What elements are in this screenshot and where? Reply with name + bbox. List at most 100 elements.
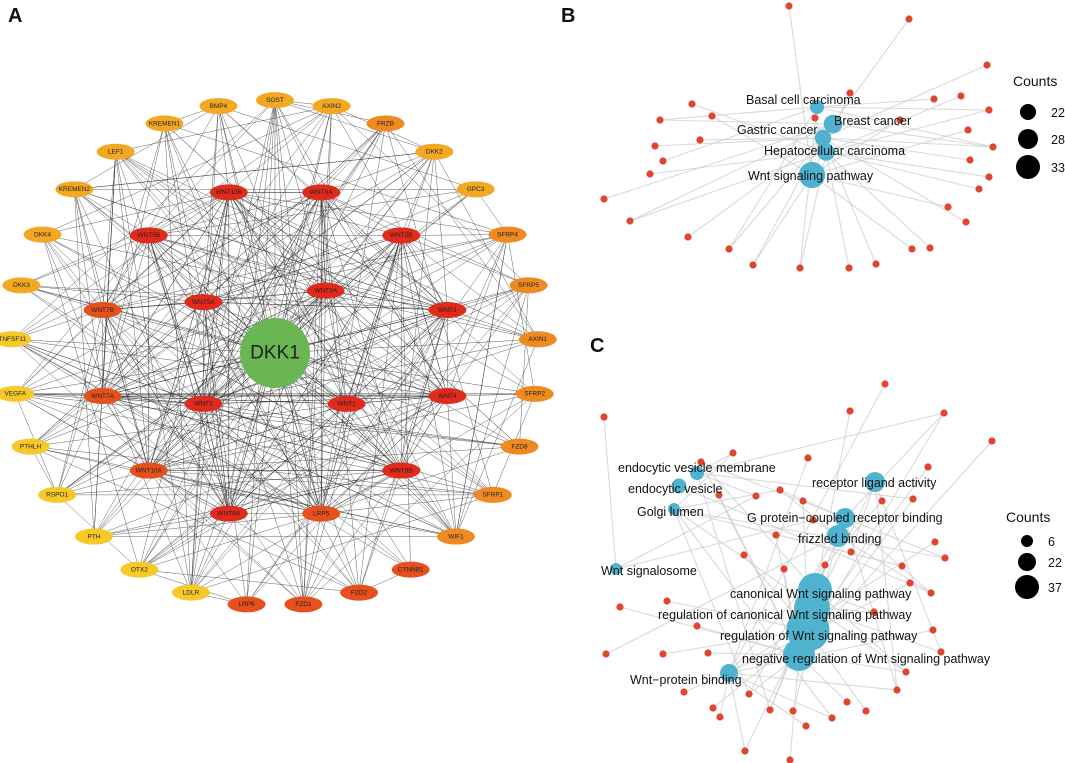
enrichment-edge <box>615 519 814 570</box>
gene-node <box>821 561 829 569</box>
enrichment-edge <box>615 495 757 570</box>
enrichment-edge <box>788 5 813 176</box>
network-edge <box>325 290 347 404</box>
network-edge <box>139 285 529 570</box>
network-edge <box>346 339 538 405</box>
network-edge <box>203 403 322 514</box>
enrichment-edge <box>603 416 617 570</box>
gene-node <box>988 437 996 445</box>
gene-node-wnt9a: WNT9A <box>302 184 341 201</box>
gene-node <box>602 650 610 658</box>
network-edge <box>102 151 435 397</box>
gene-node-shape <box>23 226 62 243</box>
gene-node-shape <box>436 528 475 545</box>
enrichment-edge <box>696 472 757 497</box>
network-edge <box>190 470 402 593</box>
gene-node <box>941 554 949 562</box>
term-node-frizzled-binding <box>827 525 849 547</box>
gene-node <box>716 713 724 721</box>
gene-node <box>924 463 932 471</box>
gene-node-vegfa: VEGFA <box>0 385 35 402</box>
gene-node <box>870 608 878 616</box>
gene-node <box>989 143 997 151</box>
gene-node-shape <box>0 331 32 348</box>
network-edge <box>218 106 276 354</box>
network-edge <box>203 395 448 405</box>
network-edge <box>102 309 360 593</box>
gene-node-label: KREMEN1 <box>149 120 181 127</box>
network-edge <box>21 192 229 286</box>
panel-c-term-nodes <box>610 466 885 682</box>
gene-node <box>704 649 712 657</box>
gene-node-shape <box>382 227 421 244</box>
network-edge <box>102 151 116 310</box>
gene-node-label: SOST <box>266 97 284 104</box>
network-edge <box>320 235 402 514</box>
term-label-g-protein-coupled-receptor-binding: G protein−coupled receptor binding <box>747 511 943 525</box>
gene-node-shape <box>55 181 94 198</box>
gene-node-shape <box>209 184 248 201</box>
network-edge <box>115 151 326 291</box>
network-edge <box>148 235 520 447</box>
term-node-breast-cancer <box>823 114 843 134</box>
term-label-negative-regulation-of-wnt-signaling-pathway: negative regulation of Wnt signaling pat… <box>742 652 991 666</box>
network-edge <box>434 151 448 310</box>
network-edge <box>228 192 326 291</box>
network-edge <box>203 302 247 605</box>
network-edge <box>346 235 402 404</box>
gene-node <box>772 531 780 539</box>
network-edge <box>321 446 520 514</box>
network-edge <box>74 105 219 190</box>
network-edge <box>228 192 448 311</box>
network-edge <box>203 301 402 471</box>
gene-node <box>725 245 733 253</box>
enrichment-edge <box>700 461 846 519</box>
gene-node-label: WNT1 <box>337 401 356 408</box>
panel-b-gene-nodes <box>600 2 997 272</box>
gene-node <box>843 698 851 706</box>
network-edge <box>274 352 360 593</box>
enrichment-edge <box>673 508 907 673</box>
network-edge <box>148 189 476 236</box>
network-edge <box>12 339 457 537</box>
network-edge <box>218 105 347 405</box>
network-edge <box>321 192 402 236</box>
network-edge <box>401 234 508 471</box>
gene-node <box>646 170 654 178</box>
network-edge <box>30 446 58 495</box>
network-edge <box>148 192 229 236</box>
gene-node <box>709 704 717 712</box>
legend-value: 37 <box>1048 581 1062 595</box>
gene-node-shape <box>509 277 548 294</box>
gene-node-shape <box>2 277 41 294</box>
network-edge <box>148 235 493 496</box>
gene-node-sfrp4: SFRP4 <box>488 226 527 243</box>
gene-node <box>862 707 870 715</box>
panel-b-legend: Counts 22 28 33 <box>1013 73 1065 179</box>
gene-node-label: FRZB <box>377 120 394 127</box>
network-edge <box>12 339 204 405</box>
gene-node-label: AXIN1 <box>528 336 547 343</box>
network-edge <box>320 290 326 514</box>
gene-node <box>802 722 810 730</box>
enrichment-edge <box>673 508 946 559</box>
enrichment-edge <box>814 589 907 673</box>
network-edge <box>203 106 219 303</box>
network-edge <box>102 309 347 405</box>
network-edge <box>303 513 322 605</box>
network-edge <box>148 235 448 397</box>
network-edge <box>15 192 229 395</box>
enrichment-edge <box>673 508 750 695</box>
enrichment-edge <box>844 517 898 691</box>
gene-node-shape <box>38 486 77 503</box>
gene-node-label: RSPO1 <box>46 492 68 499</box>
term-label-gastric-cancer: Gastric cancer <box>737 123 818 137</box>
network-edge <box>102 235 149 397</box>
gene-node-shape <box>302 184 341 201</box>
enrichment-edge <box>696 412 945 474</box>
gene-node-kremen2: KREMEN2 <box>55 181 94 198</box>
gene-node <box>693 622 701 630</box>
network-edge <box>93 352 276 537</box>
